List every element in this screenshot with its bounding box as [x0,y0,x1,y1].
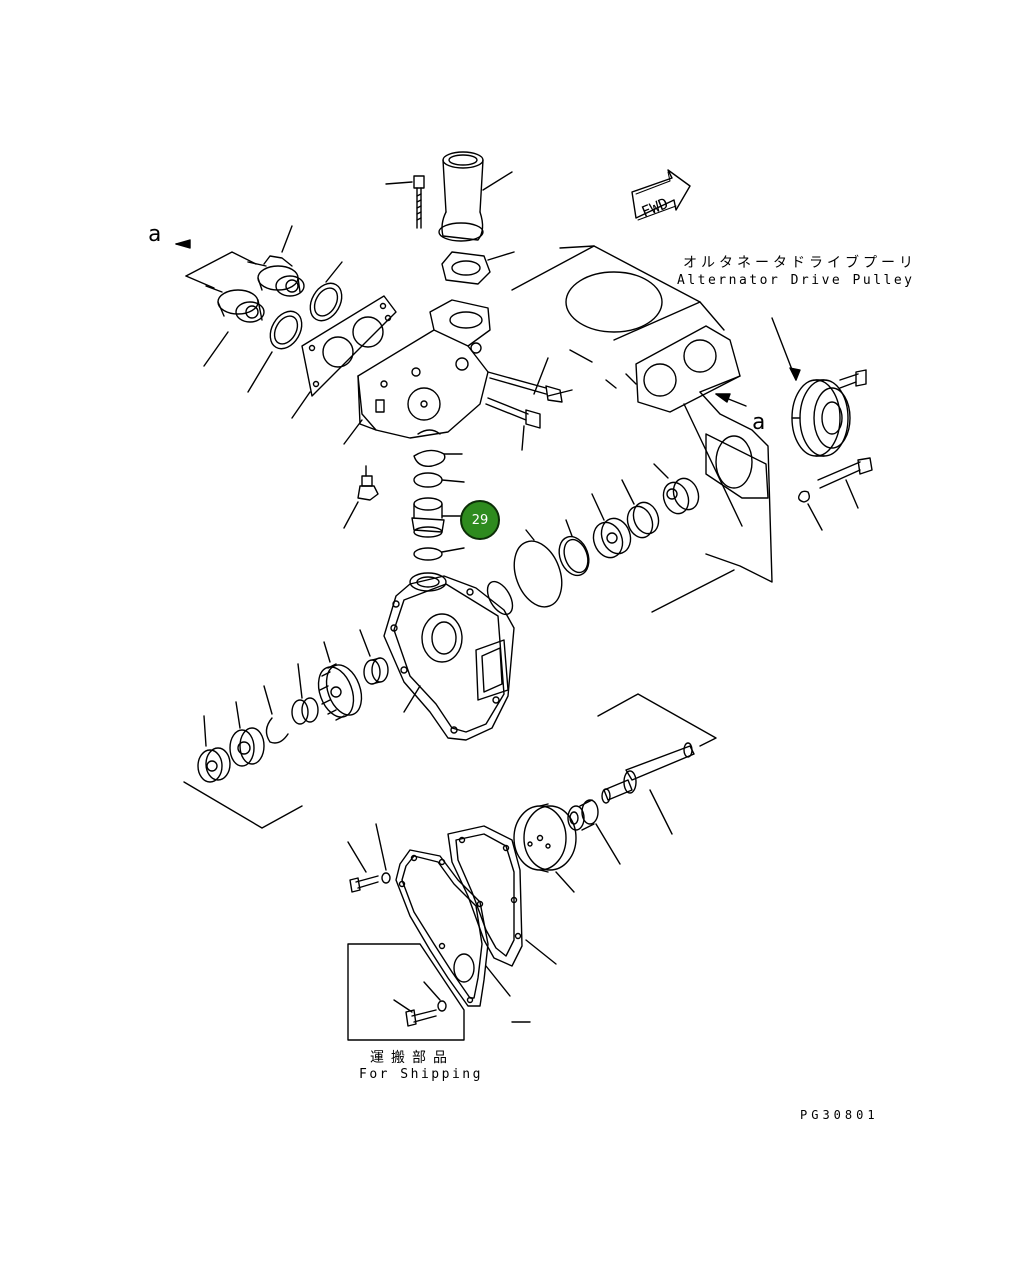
pump-bearing-small [291,663,319,725]
water-pipe [411,497,461,538]
outlet-bolt [385,175,425,229]
pulley-mount-bolt [797,457,873,531]
outlet-gasket [441,251,515,285]
thermostat-bracket-lines [175,239,257,289]
water-outlet-connector [438,151,513,242]
housing-seal-rings [413,449,465,488]
fwd-text: FWD [639,194,671,221]
bearing-group-bracket [183,781,303,829]
thermostat-lower [203,285,265,367]
drawing-code: PG30801 [800,1108,879,1122]
shipping-parts-box [347,943,465,1041]
cover-bolt [347,823,391,893]
gear-bushing [359,629,389,685]
section-label-a-left: a [148,222,162,247]
alternator-pulley [771,317,851,457]
thermostat-housing [343,299,491,445]
pump-shaft [597,693,717,835]
gear-case-cover [511,245,725,389]
callout-number: 29 [471,512,489,528]
pump-bearing-large [229,701,265,767]
water-pump-body [383,572,515,741]
fwd-arrow-icon: FWD [631,169,691,221]
shipping-label-en: For Shipping [359,1067,483,1082]
pump-cover-gasket [447,825,557,967]
pulley-bolt [839,369,867,389]
gear-case-plate [651,391,773,613]
pump-cover-plate [395,849,531,1023]
housing-bolts [485,357,573,451]
pump-impeller [513,803,577,893]
section-label-a-right: a [752,410,766,435]
alternator-pulley-label-jp: オルタネータドライブプーリ [683,255,917,271]
shipping-label-jp: 運搬部品 [370,1050,454,1066]
thermostat-upper [247,225,305,297]
pipe-o-ring [413,547,465,561]
section-arrow-right [715,393,747,407]
pump-oil-seal [197,715,231,783]
shaft-bearing-chain [513,463,700,608]
alternator-pulley-label-en: Alternator Drive Pulley [677,273,915,288]
thermostat-seal-rings [247,261,343,393]
gear-case-gasket [635,325,741,413]
part-callout-29[interactable]: 29 [460,500,500,540]
thermostat-gasket [291,295,397,419]
pump-snap-ring [263,685,289,744]
drain-cock [343,465,379,529]
pump-drive-gear [317,641,363,721]
